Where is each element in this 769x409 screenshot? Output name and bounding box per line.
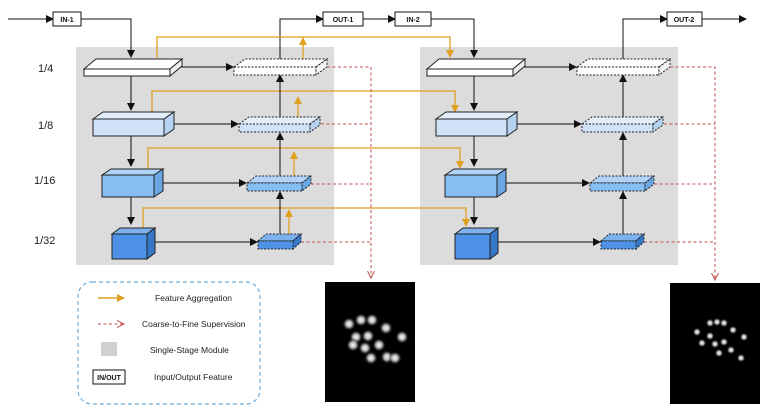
io-box-in1: IN-1: [52, 11, 82, 27]
svg-text:OUT-2: OUT-2: [674, 17, 695, 24]
stage-1-up-aggregation: [285, 37, 307, 234]
svg-text:IN-2: IN-2: [406, 17, 419, 24]
svg-text:Coarse-to-Fine Supervision: Coarse-to-Fine Supervision: [142, 319, 246, 329]
stage-1-encoder-1-4: [82, 57, 184, 78]
output-heatmap-2: [670, 283, 760, 404]
stage-2-decoder-1-32: [599, 232, 646, 251]
stage-2-encoder-1-16: [443, 168, 508, 198]
stage-1-supervision: [301, 66, 371, 278]
scale-label-1-16: 1/16: [34, 175, 55, 187]
svg-text:OUT-1: OUT-1: [333, 17, 354, 24]
stage-1-decoder-1-4: [232, 58, 329, 76]
io-box-out2: OUT-2: [666, 11, 703, 27]
stage-1-encoder-1-16: [100, 168, 165, 198]
scale-label-1-4: 1/4: [38, 63, 53, 75]
legend: Feature Aggregation Coarse-to-Fine Super…: [77, 281, 261, 405]
stage-2-encoder-1-4: [425, 57, 527, 78]
stage-2-encoder-1-32: [453, 227, 500, 260]
stage-2-supervision: [644, 66, 715, 280]
scale-label-1-32: 1/32: [34, 235, 55, 247]
svg-text:IN-1: IN-1: [60, 17, 73, 24]
legend-supervision-item: Coarse-to-Fine Supervision: [98, 319, 246, 329]
legend-module-item: Single-Stage Module: [101, 342, 229, 356]
output-heatmap-1: [325, 282, 415, 402]
io-box-in2: IN-2: [394, 11, 432, 27]
svg-text:IN/OUT: IN/OUT: [97, 375, 121, 382]
svg-text:Input/Output Feature: Input/Output Feature: [154, 372, 233, 382]
stage-2-decoder-1-16: [588, 174, 656, 193]
svg-text:Single-Stage Module: Single-Stage Module: [150, 345, 229, 355]
stage-2-decoder-1-8: [580, 116, 665, 133]
stage-1-encoder-1-8: [91, 111, 176, 137]
stage-2-connections: [470, 63, 627, 246]
legend-aggregation-item: Feature Aggregation: [98, 293, 232, 303]
stage-1-decoder-1-8: [237, 116, 322, 133]
scale-label-1-8: 1/8: [38, 120, 53, 132]
stage-2-encoder-1-8: [434, 111, 519, 137]
stage-1-encoder-1-32: [110, 227, 157, 260]
stage-1-connections: [127, 63, 284, 246]
stage-1-aggregation-links: [142, 36, 470, 228]
stage-2-decoder-1-4: [575, 58, 672, 76]
stage-1-decoder-1-16: [245, 174, 313, 193]
legend-io-item: IN/OUT Input/Output Feature: [92, 369, 233, 385]
main-flow-lines: [8, 15, 747, 60]
io-box-out1: OUT-1: [322, 11, 364, 27]
svg-text:Feature Aggregation: Feature Aggregation: [155, 293, 232, 303]
stage-1-decoder-1-32: [256, 232, 303, 251]
